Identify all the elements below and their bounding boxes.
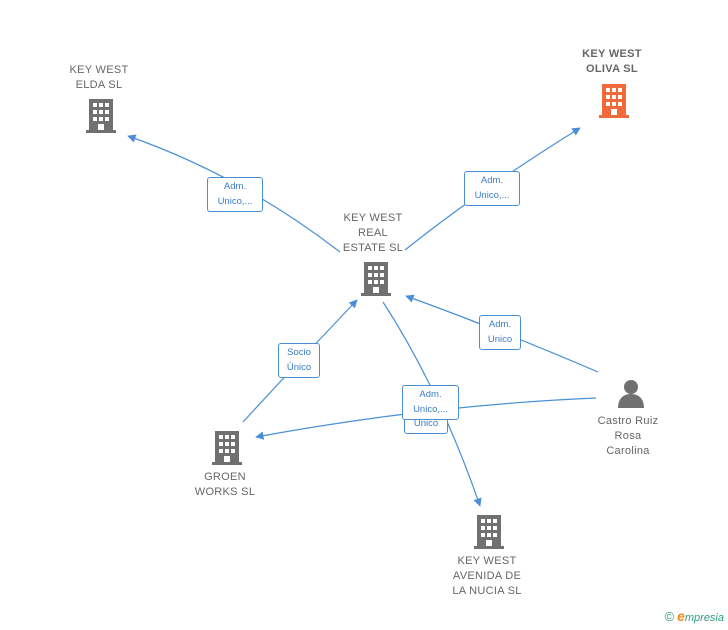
edge-label-real-estate-to-oliva[interactable]: Adm. Unico,... bbox=[464, 171, 520, 206]
edge-label-castro-to-real-estate[interactable]: Adm. Unico bbox=[479, 315, 521, 350]
brand-name: mpresia bbox=[684, 612, 724, 624]
node-label-key-west-real-estate[interactable]: KEY WEST REAL ESTATE SL bbox=[342, 212, 404, 254]
node-label-groen-works[interactable]: GROEN WORKS SL bbox=[194, 471, 256, 498]
edge-label-real-estate-to-elda[interactable]: Adm. Unico,... bbox=[207, 177, 263, 212]
edge-lines bbox=[127, 127, 599, 507]
copyright-icon: © bbox=[664, 609, 675, 624]
building-icon-key-west-oliva[interactable] bbox=[599, 84, 629, 118]
person-icon-castro-ruiz[interactable] bbox=[618, 380, 644, 408]
building-icon-key-west-avenida[interactable] bbox=[474, 515, 504, 549]
building-icon-key-west-elda[interactable] bbox=[86, 99, 116, 133]
node-label-key-west-elda[interactable]: KEY WEST ELDA SL bbox=[69, 64, 129, 91]
node-label-key-west-oliva[interactable]: KEY WEST OLIVA SL bbox=[582, 48, 642, 75]
building-icon-key-west-real-estate[interactable] bbox=[361, 262, 391, 296]
node-label-castro-ruiz[interactable]: Castro Ruiz Rosa Carolina bbox=[597, 415, 659, 457]
brand-logo-e: e bbox=[677, 608, 685, 624]
building-icon-groen-works[interactable] bbox=[212, 431, 242, 465]
node-label-key-west-avenida[interactable]: KEY WEST AVENIDA DE LA NUCIA SL bbox=[452, 555, 522, 597]
footer-brand: ©empresia bbox=[664, 608, 724, 624]
edge-label-real-estate-to-avenida[interactable]: Adm. Unico,... bbox=[402, 385, 459, 420]
edge-label-groen-to-real-estate[interactable]: Socio Único bbox=[278, 343, 320, 378]
